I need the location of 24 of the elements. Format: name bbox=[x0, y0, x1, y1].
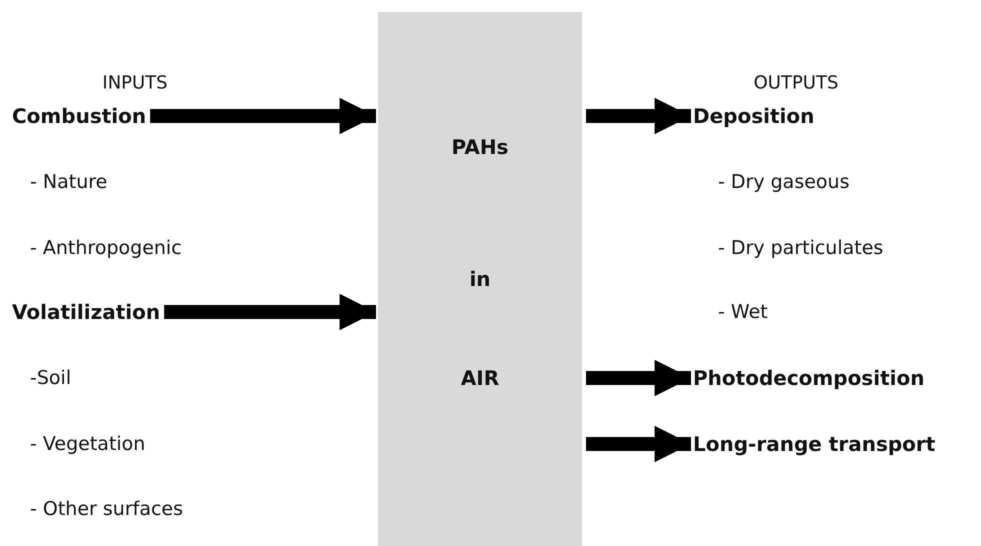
box-text: AIR bbox=[460, 366, 500, 390]
column-heading: OUTPUTS bbox=[754, 72, 838, 94]
block-arrow bbox=[586, 98, 691, 134]
block-arrow bbox=[150, 98, 376, 134]
list-item: - Dry particulates bbox=[718, 237, 884, 259]
category-heading: Long-range transport bbox=[693, 432, 936, 456]
category-heading: Photodecomposition bbox=[693, 366, 924, 390]
list-item: - Anthropogenic bbox=[30, 237, 182, 259]
category-heading: Deposition bbox=[693, 104, 814, 128]
block-arrow bbox=[586, 360, 691, 396]
block-arrow bbox=[164, 294, 376, 330]
category-heading: Combustion bbox=[12, 104, 146, 128]
list-item: - Wet bbox=[718, 301, 768, 323]
list-item: - Other surfaces bbox=[30, 498, 184, 520]
box-text: PAHs bbox=[450, 135, 510, 159]
block-arrow bbox=[586, 426, 691, 462]
list-item: - Dry gaseous bbox=[718, 171, 850, 193]
process-box bbox=[378, 12, 582, 546]
column-heading: INPUTS bbox=[102, 72, 168, 94]
list-item: - Vegetation bbox=[30, 433, 146, 455]
list-item: - Nature bbox=[30, 171, 108, 193]
category-heading: Volatilization bbox=[12, 300, 160, 324]
box-text: in bbox=[468, 267, 492, 291]
list-item: -Soil bbox=[30, 367, 72, 389]
